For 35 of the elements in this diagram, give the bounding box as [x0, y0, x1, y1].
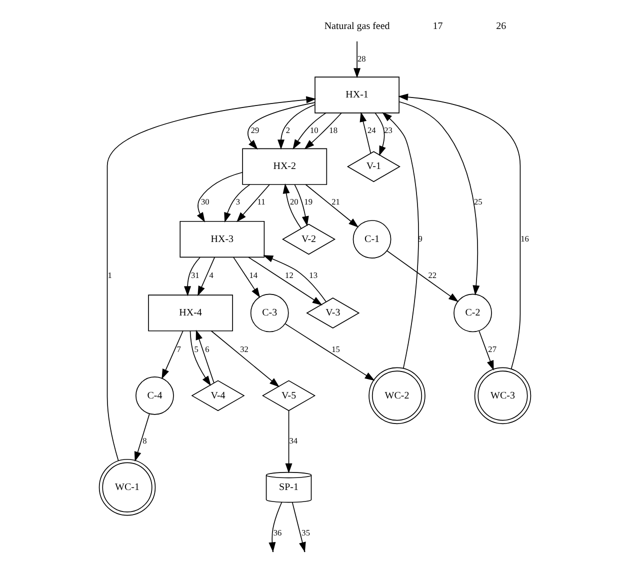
edge-label: 23	[384, 126, 392, 135]
edge-label: 27	[488, 344, 496, 354]
edge-label: 12	[285, 271, 294, 280]
edge-label: 21	[332, 197, 340, 206]
edge-label: 29	[250, 126, 260, 135]
node-text: Natural gas feed	[324, 20, 390, 32]
edge-label: 22	[428, 271, 437, 280]
edge-label: 8	[142, 436, 147, 446]
edge-label: 18	[329, 126, 338, 135]
edge-label: 1	[108, 271, 112, 280]
edge-label: 31	[190, 271, 200, 280]
edge-label: 24	[367, 126, 376, 135]
edge-label: 2	[286, 126, 290, 135]
edge-label: 19	[304, 197, 312, 206]
edge-label: 10	[310, 126, 318, 135]
edge-label: 32	[240, 344, 248, 354]
edge-label: 14	[249, 271, 258, 280]
edge-label: 11	[257, 197, 266, 206]
edge-label: 13	[309, 271, 318, 280]
edge-label: 28	[357, 54, 366, 64]
edge-label: 6	[205, 344, 210, 354]
edge-label: 4	[209, 271, 214, 280]
edge-label: 36	[273, 528, 282, 538]
edge-label: 5	[194, 344, 198, 354]
edge-label: 25	[474, 197, 482, 206]
edge-label: 35	[302, 528, 310, 538]
edge-label: 15	[332, 344, 340, 354]
edge-label: 7	[176, 344, 181, 354]
label: 26	[496, 20, 506, 32]
edge-label: 30	[200, 197, 210, 206]
label: 17	[432, 20, 443, 32]
edge-label: 20	[290, 197, 298, 206]
edge-label: 34	[289, 436, 298, 446]
edge-label: 3	[236, 197, 240, 206]
edge-label: 16	[520, 234, 529, 244]
